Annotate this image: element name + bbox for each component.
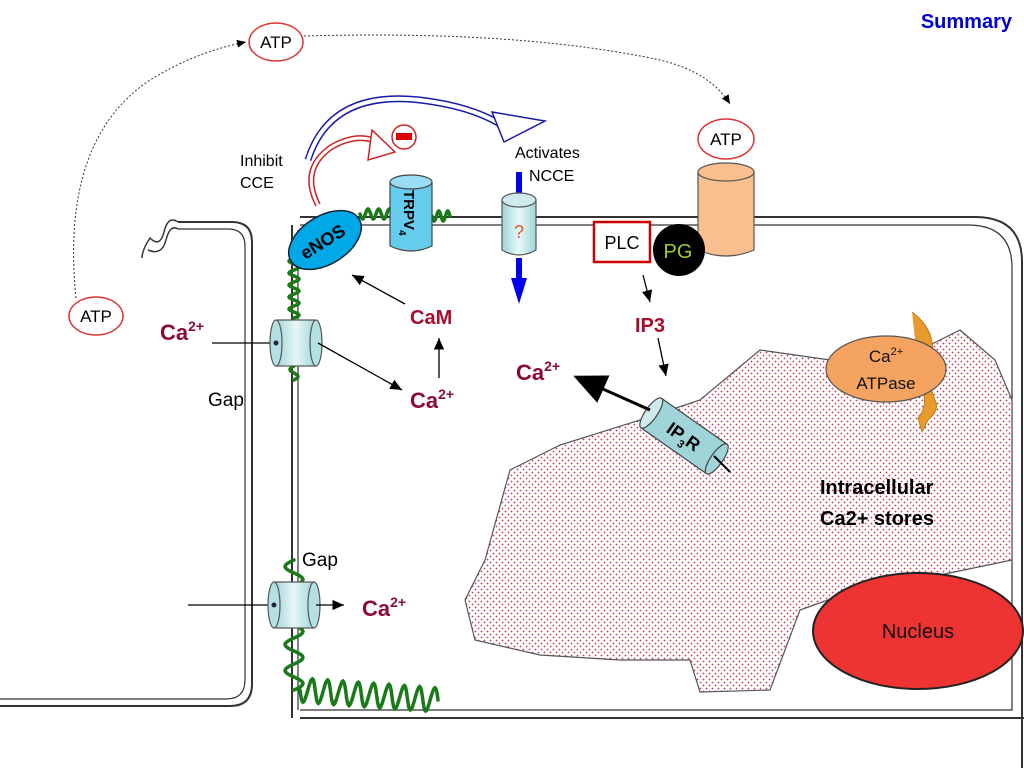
atp-bubble-top [248, 22, 304, 62]
atp-label-top: ATP [260, 33, 292, 52]
inhibit-cce-line1: Inhibit [240, 153, 283, 170]
helix-bottom-horizontal [298, 676, 440, 714]
ip3r-release-arrow [573, 375, 651, 412]
nucleus-label: Nucleus [882, 621, 954, 643]
stores-label-line1: Intracellular [820, 477, 934, 499]
cam-label: CaM [410, 307, 452, 329]
helix-top-enos-trpv4 [358, 206, 394, 222]
ca-label-bottom: Ca2+ [362, 594, 406, 621]
minus-sign-icon [396, 133, 412, 140]
atp-to-channel-dotted-path [303, 34, 731, 105]
activates-ncce-line1: Activates [515, 145, 580, 162]
atp-channel [697, 172, 755, 257]
page-title: Summary [921, 11, 1013, 33]
ip3-to-receptor-arrow [657, 337, 669, 377]
atp-release-dotted-path [73, 39, 247, 299]
activation-arrow-blue-inner [306, 96, 502, 161]
helix-top-trpv4-right [430, 208, 452, 224]
trpv4-label: TRPV4 [396, 190, 417, 236]
atp-label-channel: ATP [710, 130, 742, 149]
inhibition-arrow-red-inner [309, 136, 379, 206]
pg-label: PG [664, 241, 693, 263]
ncce-down-arrow [511, 258, 527, 304]
activates-ncce-line2: NCCE [529, 168, 574, 185]
gap-junction-upper [269, 319, 323, 367]
ncce-channel [501, 200, 537, 256]
activation-arrowhead [490, 111, 548, 144]
ip3-label: IP3 [635, 315, 665, 337]
gap-junction-lower [267, 581, 321, 629]
ncce-channel-top [501, 192, 537, 208]
atpase-label-line2: ATPase [856, 374, 915, 393]
ca-atpase [825, 335, 947, 403]
enos [288, 209, 362, 271]
stores-label-line2: Ca2+ stores [820, 508, 934, 530]
main-cell-membrane-inner [300, 224, 1013, 711]
plc-box [592, 220, 652, 264]
helix-upper-short [288, 364, 300, 382]
ca-label-middle: Ca2+ [410, 386, 454, 413]
cam-to-enos-arrow [351, 274, 406, 305]
question-mark: ? [514, 222, 524, 242]
atp-bubble-channel [697, 118, 755, 160]
atp-channel-top [697, 162, 755, 182]
helix-group [283, 206, 452, 714]
pg-circle [653, 224, 705, 276]
left-cell-membrane-inner [0, 228, 246, 700]
nucleus [812, 572, 1024, 690]
inhibition-arrow-red [308, 135, 380, 207]
left-cell-membrane [0, 221, 253, 707]
membrane-break [141, 219, 179, 259]
ip3r-tail [713, 455, 731, 473]
ncce-blue-bar-top [516, 172, 522, 202]
atp-bubble-left [68, 296, 124, 336]
inhibit-cce-line2: CCE [240, 175, 274, 192]
trpv4-channel [389, 182, 433, 252]
ca-label-left: Ca2+ [160, 318, 204, 345]
gap-label-upper: Gap [208, 390, 244, 411]
gap-label-lower: Gap [302, 550, 338, 571]
main-cell-membrane-outer [300, 216, 1023, 768]
ca-label-ip3r: Ca2+ [516, 358, 560, 385]
inhibition-arrowhead [367, 128, 397, 162]
plc-to-ip3-arrow [642, 274, 653, 303]
atp-label-left: ATP [80, 307, 112, 326]
trpv4-channel-top [389, 174, 433, 190]
atpase-label-line1: Ca2+ [869, 346, 903, 366]
plc-label: PLC [604, 233, 639, 253]
gap-to-ca-arrow [317, 342, 403, 391]
